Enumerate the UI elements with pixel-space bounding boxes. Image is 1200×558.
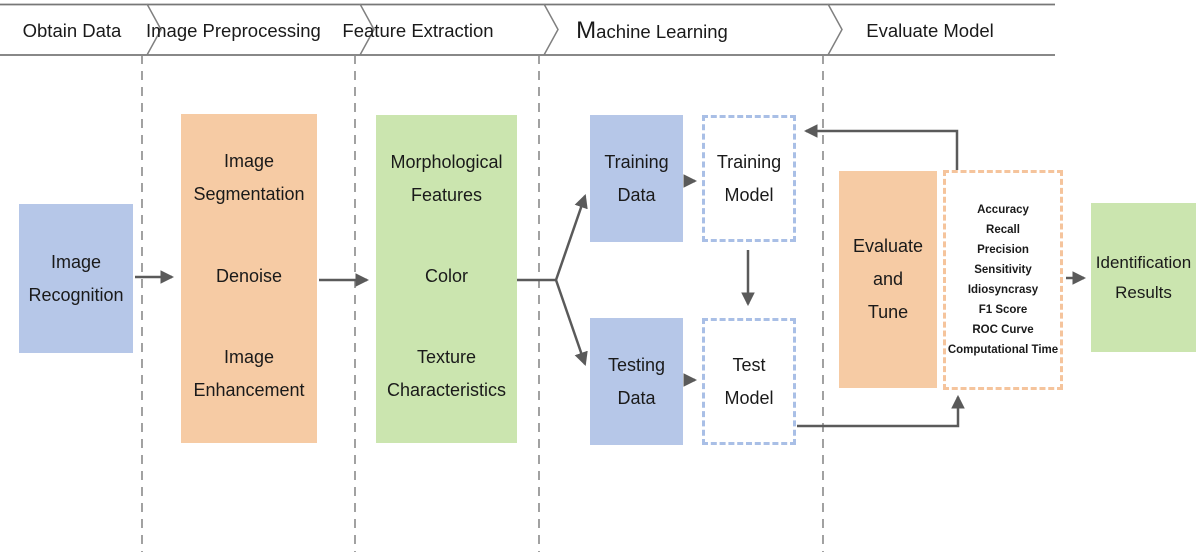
metric-idiosyncrasy: Idiosyncrasy	[967, 284, 1039, 296]
stage-chevron-2	[359, 3, 375, 56]
arrow-features-to-training-data	[554, 194, 588, 281]
metric-f1-score: F1 Score	[978, 304, 1028, 316]
testing-data-label: Testing Data	[607, 354, 666, 408]
training-model-box: Training Model	[702, 115, 796, 242]
preprocessing-box: Image Segmentation Denoise Image Enhance…	[181, 114, 317, 443]
arrow-feedback-to-training-model	[803, 124, 959, 172]
stage-image-preprocessing: Image Preprocessing	[146, 20, 321, 41]
feature-item-morphological: Morphological Features	[390, 152, 503, 205]
stage-evaluate-model: Evaluate Model	[866, 20, 994, 41]
evaluate-tune-label: Evaluate and Tune	[852, 236, 924, 322]
image-recognition-label: Image Recognition	[28, 251, 124, 305]
preprocessing-item-denoise: Denoise	[215, 265, 283, 286]
evaluate-tune-box: Evaluate and Tune	[839, 171, 937, 388]
stage-feature-extraction: Feature Extraction	[342, 20, 494, 41]
arrow-features-to-testing-data	[554, 279, 588, 366]
stage-machine-learning: Machine Learning	[576, 17, 728, 44]
feature-extraction-box: Morphological Features Color Texture Cha…	[376, 115, 517, 443]
metric-roc-curve: ROC Curve	[972, 324, 1034, 336]
test-model-box: Test Model	[702, 318, 796, 445]
stage-obtain-data: Obtain Data	[22, 20, 122, 41]
flow-arrows	[135, 124, 1087, 428]
training-data-box: Training Data	[590, 115, 683, 242]
preprocessing-item-enhancement: Image Enhancement	[193, 347, 305, 400]
header-rules	[0, 3, 1055, 56]
stage-chevrons	[146, 3, 843, 56]
feature-item-texture: Texture Characteristics	[386, 347, 507, 400]
stage-chevron-4	[827, 3, 843, 56]
metric-recall: Recall	[986, 224, 1020, 236]
stage-chevron-1	[146, 3, 162, 56]
training-data-label: Training Data	[604, 151, 669, 205]
metric-sensitivity: Sensitivity	[974, 264, 1032, 276]
metric-accuracy: Accuracy	[977, 204, 1029, 216]
metrics-box: Accuracy Recall Precision Sensitivity Id…	[943, 170, 1063, 390]
training-model-label: Training Model	[716, 151, 782, 205]
identification-results-label: Identification Results	[1095, 252, 1192, 302]
testing-data-box: Testing Data	[590, 318, 683, 445]
test-model-label: Test Model	[724, 354, 774, 408]
stage-chevron-3	[543, 3, 559, 56]
image-recognition-box: Image Recognition	[19, 204, 133, 353]
column-dividers	[141, 55, 824, 552]
metric-precision: Precision	[977, 244, 1029, 256]
feature-item-color: Color	[424, 266, 468, 286]
identification-results-box: Identification Results	[1091, 203, 1196, 352]
preprocessing-item-segmentation: Image Segmentation	[193, 151, 305, 204]
arrow-test-model-to-metrics	[797, 394, 965, 428]
metric-computational-time: Computational Time	[947, 344, 1059, 356]
